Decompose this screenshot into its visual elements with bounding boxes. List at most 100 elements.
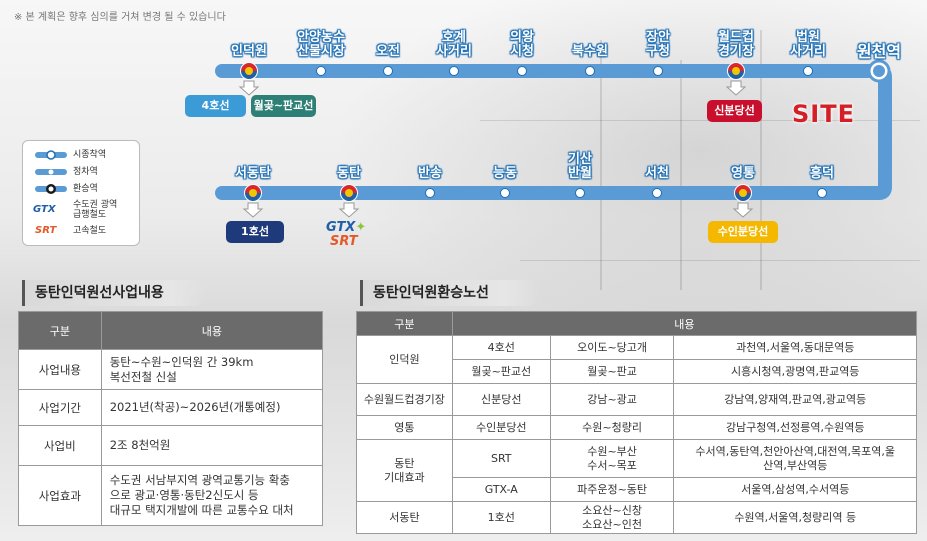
station-indeogwon-mark — [238, 62, 260, 96]
transfer-header-category: 구분 — [356, 311, 453, 336]
station-worldcup-mark — [725, 62, 747, 96]
station-bansong-label: 반송 — [418, 166, 442, 181]
station-indeogwon-label: 인덕원 — [231, 44, 267, 59]
transfer-section: 강남~광교 — [549, 383, 675, 416]
station-bansong-mark — [425, 188, 435, 198]
transfer-stations: 시흥시청역,광명역,판교역등 — [673, 359, 917, 384]
station-neungdong-label: 능동 — [493, 166, 517, 181]
station-dongtan-mark — [338, 184, 360, 218]
tag-wolgot-pangyo: 월곶~판교선 — [251, 95, 316, 117]
station-anyang-mark — [316, 66, 326, 76]
station-worldcup-label: 월드컵 경기장 — [718, 30, 754, 59]
transfer-section: 소요산~신창 소요산~인천 — [549, 501, 675, 534]
transfer-station: 수원월드컵경기장 — [356, 383, 453, 416]
transfer-line: SRT — [451, 439, 551, 478]
station-buksuwon-label: 북수원 — [572, 44, 608, 59]
transfer-stations: 수원역,서울역,청량리역 등 — [673, 501, 917, 534]
transfer-section: 수원~부산 수서~목포 — [549, 439, 675, 478]
business-row-label: 사업효과 — [18, 465, 102, 526]
legend: 시종착역 정차역 환승역 GTX 수도권 광역 급행철도 SRT 고속철도 — [22, 140, 140, 246]
transfer-stations: 서울역,삼성역,수서역등 — [673, 477, 917, 502]
legend-transfer: 환승역 — [29, 181, 133, 197]
legend-srt: SRT 고속철도 — [29, 223, 133, 239]
transfer-section: 월곶~판교 — [549, 359, 675, 384]
route-line — [215, 64, 892, 200]
station-ojeon-label: 오전 — [376, 44, 400, 59]
site-label: SITE — [792, 100, 855, 128]
transfer-stations: 강남역,양재역,판교역,광교역등 — [673, 383, 917, 416]
station-woncheon-mark — [867, 59, 891, 83]
transfer-stations: 수서역,동탄역,천안아산역,대전역,목포역,울 산역,부산역등 — [673, 439, 917, 478]
station-hogye-label: 호계 사거리 — [436, 30, 472, 59]
transfer-stations: 강남구청역,선정릉역,수원역등 — [673, 415, 917, 440]
transfer-line: 신분당선 — [451, 383, 551, 416]
business-section-title: 동탄인덕원선사업내용 — [22, 280, 207, 306]
station-ojeon-mark — [383, 66, 393, 76]
srt-logo: SRT — [330, 234, 358, 249]
tag-line1: 1호선 — [226, 221, 284, 243]
station-jangan-mark — [653, 66, 663, 76]
station-seocheon-mark — [652, 188, 662, 198]
station-heungdeok-mark — [817, 188, 827, 198]
transfer-line: 4호선 — [451, 335, 551, 360]
station-hogye-mark — [449, 66, 459, 76]
legend-stop: 정차역 — [29, 164, 133, 180]
station-gisan-label: 기산 반월 — [568, 152, 592, 181]
gtx-logo-small: GTX — [33, 204, 56, 215]
transfer-station: 인덕원 — [356, 335, 453, 384]
station-neungdong-mark — [500, 188, 510, 198]
legend-terminal: 시종착역 — [29, 147, 133, 163]
business-row-label: 사업기간 — [18, 389, 102, 426]
station-seocheon-label: 서천 — [645, 166, 669, 181]
station-anyang-label: 안양농수 산물시장 — [297, 30, 345, 59]
transfer-line: 수인분당선 — [451, 415, 551, 440]
station-yeongtong-label: 영통 — [731, 166, 755, 181]
business-row-content: 2021년(착공)~2026년(개통예정) — [100, 389, 324, 426]
srt-logo-small: SRT — [35, 225, 57, 236]
station-seodongtan-label: 서동탄 — [235, 166, 271, 181]
tag-sinbundang: 신분당선 — [707, 100, 762, 122]
transfer-section: 수원~청량리 — [549, 415, 675, 440]
business-row-label: 사업내용 — [18, 349, 102, 390]
station-uiwang-mark — [517, 66, 527, 76]
tag-suinbundang: 수인분당선 — [708, 221, 778, 243]
transfer-station: 영통 — [356, 415, 453, 440]
business-row-label: 사업비 — [18, 425, 102, 466]
station-dongtan-label: 동탄 — [337, 166, 361, 181]
station-seodongtan-mark — [242, 184, 264, 218]
tag-line4: 4호선 — [185, 95, 246, 117]
station-jangan-label: 장안 구청 — [646, 30, 670, 59]
station-buksuwon-mark — [585, 66, 595, 76]
transfer-line: 월곶~판교선 — [451, 359, 551, 384]
business-header-content: 내용 — [100, 311, 324, 350]
station-woncheon-label: 원천역 — [856, 42, 902, 61]
transfer-stations: 과천역,서울역,동대문역등 — [673, 335, 917, 360]
legend-gtx: GTX 수도권 광역 급행철도 — [29, 198, 133, 222]
transfer-section: 파주운정~동탄 — [549, 477, 675, 502]
gtx-logo: GTX✦ — [326, 220, 367, 235]
station-beopwon-label: 법원 사거리 — [790, 30, 826, 59]
station-yeongtong-mark — [732, 184, 754, 218]
business-header-category: 구분 — [18, 311, 102, 350]
transfer-header-content: 내용 — [451, 311, 918, 336]
route-map — [215, 59, 892, 218]
station-beopwon-mark — [803, 66, 813, 76]
transfer-section: 오이도~당고개 — [549, 335, 675, 360]
transfer-station: 동탄 기대효과 — [356, 439, 453, 502]
transfer-line: GTX-A — [451, 477, 551, 502]
transfer-line: 1호선 — [451, 501, 551, 534]
business-row-content: 수도권 서남부지역 광역교통기능 확충 으로 광교·영통·동탄2신도시 등 대규… — [100, 465, 324, 526]
business-row-content: 2조 8천억원 — [100, 425, 324, 466]
plan-notice: ※ 본 계획은 향후 심의를 거쳐 변경 될 수 있습니다 — [14, 12, 226, 23]
